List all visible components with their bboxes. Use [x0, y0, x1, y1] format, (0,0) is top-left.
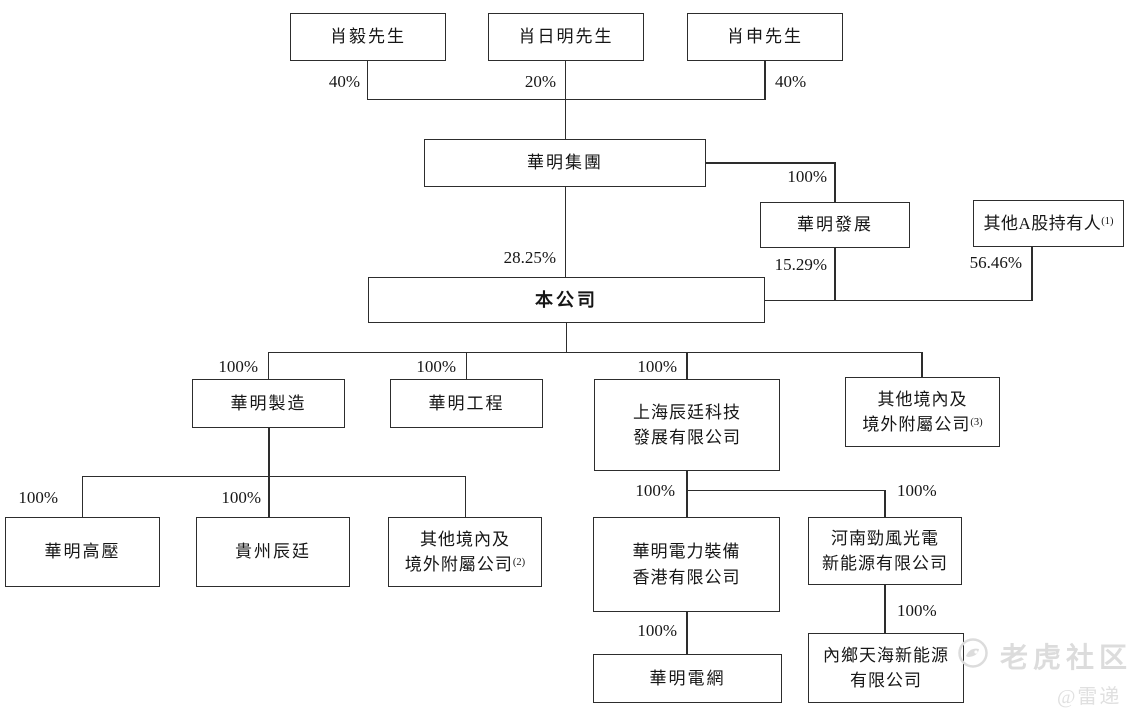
connector [81, 476, 83, 517]
node-label-line2: 發展有限公司 [633, 428, 741, 447]
ownership-label: 100% [635, 481, 675, 500]
connector [564, 187, 566, 277]
node-other-a-shareholders: 其他A股持有人(1) [973, 200, 1124, 247]
connector [686, 471, 688, 517]
connector [921, 352, 923, 377]
connector [366, 61, 368, 99]
node-label-line2: 有限公司 [850, 671, 922, 690]
watermark-brand-text: 老虎社区 [1000, 643, 1133, 674]
ownership-label: 28.25% [503, 248, 556, 267]
connector [686, 489, 885, 491]
connector [686, 612, 688, 654]
footnote-marker: (2) [512, 557, 526, 568]
footnote-marker: (3) [970, 417, 983, 428]
node-label-line1: 內鄉天海新能源 [823, 645, 949, 665]
connector [764, 61, 766, 99]
node-huaming-grid: 華明電網 [593, 654, 782, 703]
tiger-logo-icon [953, 636, 993, 681]
node-huaming-manufacturing: 華明製造 [192, 379, 345, 428]
ownership-label: 100% [221, 488, 261, 507]
footnote-marker: (1) [1101, 215, 1114, 227]
node-shanghai-chenting: 上海辰廷科技 發展有限公司 [594, 379, 780, 471]
connector [268, 428, 270, 517]
node-xiao-shen: 肖申先生 [687, 13, 843, 61]
ownership-label: 40% [328, 72, 360, 91]
node-label-line2: 新能源有限公司 [822, 554, 948, 573]
connector [267, 352, 269, 379]
connector [564, 61, 566, 139]
connector [464, 476, 466, 517]
connector [366, 98, 766, 100]
connector [81, 475, 466, 477]
node-label-line1: 上海辰廷科技 [633, 402, 741, 422]
node-huaming-high-voltage: 華明高壓 [5, 517, 160, 587]
ownership-label: 20% [524, 72, 556, 91]
node-huaming-group: 華明集團 [424, 139, 706, 187]
node-henan-jinfeng: 河南勁風光電 新能源有限公司 [808, 517, 962, 585]
ownership-label: 100% [637, 621, 677, 640]
node-label-line1: 河南勁風光電 [831, 528, 939, 548]
ownership-label: 100% [897, 601, 937, 620]
node-other-subsidiaries-2: 其他境內及 境外附屬公司(2) [388, 517, 542, 587]
ownership-label: 40% [775, 72, 807, 91]
connector [565, 323, 567, 353]
connector [834, 162, 836, 202]
ownership-label: 56.46% [969, 253, 1022, 272]
node-xiao-ri-ming: 肖日明先生 [488, 13, 644, 61]
node-label-line1: 華明電力裝備 [632, 542, 741, 561]
node-guizhou-chenting: 貴州辰廷 [196, 517, 350, 587]
connector [884, 490, 886, 517]
node-label-line2: 境外附屬公司(2) [404, 555, 526, 574]
node-label-line2: 境外附屬公司(3) [862, 415, 983, 434]
connector [765, 299, 1032, 301]
node-other-subsidiaries-3: 其他境內及 境外附屬公司(3) [845, 377, 1000, 447]
ownership-label: 100% [18, 488, 58, 507]
connector [884, 585, 886, 633]
node-company: 本公司 [368, 277, 765, 323]
node-label-line1: 其他境內及 [420, 529, 510, 549]
ownership-label: 15.29% [774, 255, 827, 274]
ownership-label: 100% [637, 357, 677, 376]
node-huaming-engineering: 華明工程 [390, 379, 543, 428]
node-label-line1: 其他境內及 [877, 389, 968, 409]
connector [706, 162, 835, 164]
ownership-label: 100% [416, 357, 456, 376]
connector [267, 351, 923, 353]
ownership-label: 100% [218, 357, 258, 376]
connector [686, 352, 688, 379]
connector [834, 248, 836, 301]
node-label-line2: 香港有限公司 [632, 567, 741, 587]
ownership-label: 100% [897, 481, 937, 500]
node-huaming-power-hk: 華明電力裝備 香港有限公司 [593, 517, 780, 612]
node-neixiang-tianhai: 內鄉天海新能源 有限公司 [808, 633, 964, 703]
node-label: 其他A股持有人(1) [983, 213, 1114, 233]
connector [1031, 247, 1033, 301]
node-xiao-yi: 肖毅先生 [290, 13, 446, 61]
connector [465, 352, 467, 379]
watermark-author-handle: @雷递 [1057, 686, 1122, 708]
ownership-label: 100% [787, 167, 827, 186]
node-huaming-development: 華明發展 [760, 202, 910, 248]
